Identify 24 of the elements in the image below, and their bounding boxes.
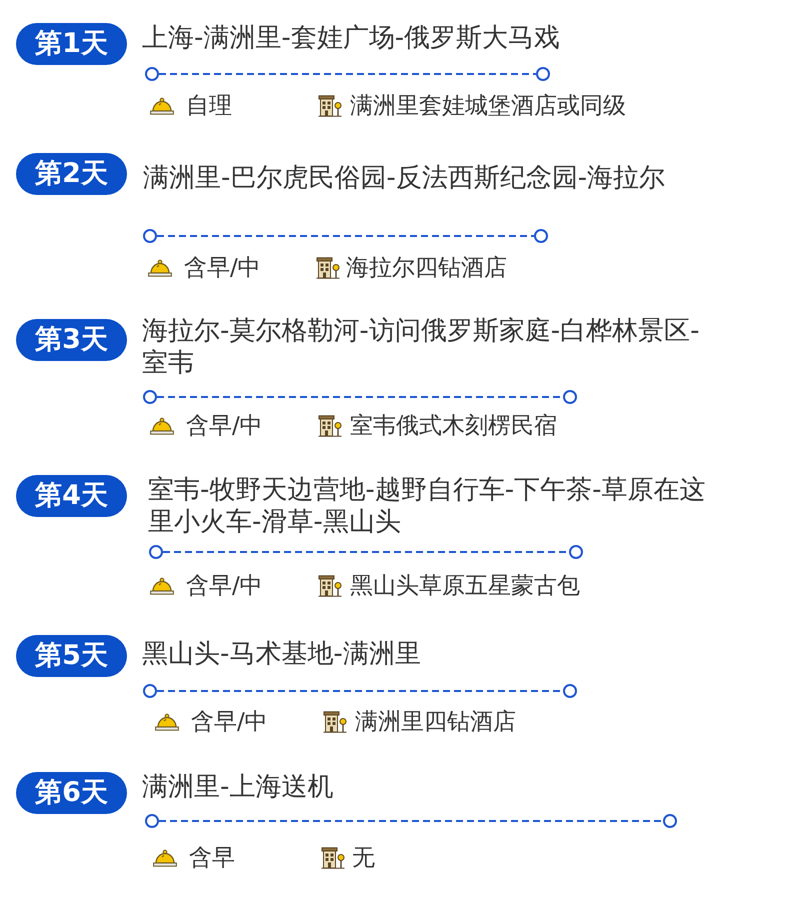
meal-text: 含早/中 <box>186 412 263 440</box>
route-text: 黑山头-马术基地-满洲里 <box>142 638 422 670</box>
hotel-text: 满洲里四钻酒店 <box>355 708 516 736</box>
day-badge: 第5天 <box>16 635 127 677</box>
hotel-text: 无 <box>352 844 375 872</box>
route-text: 海拉尔-莫尔格勒河-访问俄罗斯家庭-白桦林景区-室韦 <box>142 315 701 379</box>
route-text: 室韦-牧野天边营地-越野自行车-下午茶-草原在这里小火车-滑草-黑山头 <box>148 474 707 538</box>
route-text: 上海-满洲里-套娃广场-俄罗斯大马戏 <box>142 22 562 54</box>
day-badge: 第4天 <box>16 475 127 517</box>
hotel-text: 黑山头草原五星蒙古包 <box>350 572 580 600</box>
route-text: 满洲里-上海送机 <box>142 771 334 803</box>
hotel-text: 海拉尔四钻酒店 <box>346 254 507 282</box>
day-badge: 第1天 <box>16 23 127 65</box>
hotel-text: 室韦俄式木刻楞民宿 <box>350 412 557 440</box>
day-badge: 第2天 <box>16 153 127 195</box>
hotel-text: 满洲里套娃城堡酒店或同级 <box>350 92 626 120</box>
meal-text: 含早/中 <box>186 572 263 600</box>
meal-text: 自理 <box>186 92 232 120</box>
meal-text: 含早/中 <box>191 708 268 736</box>
route-text: 满洲里-巴尔虎民俗园-反法西斯纪念园-海拉尔 <box>143 162 666 194</box>
meal-text: 含早/中 <box>184 254 261 282</box>
day-badge: 第3天 <box>16 319 127 361</box>
meal-text: 含早 <box>189 844 235 872</box>
day-badge: 第6天 <box>16 772 127 814</box>
